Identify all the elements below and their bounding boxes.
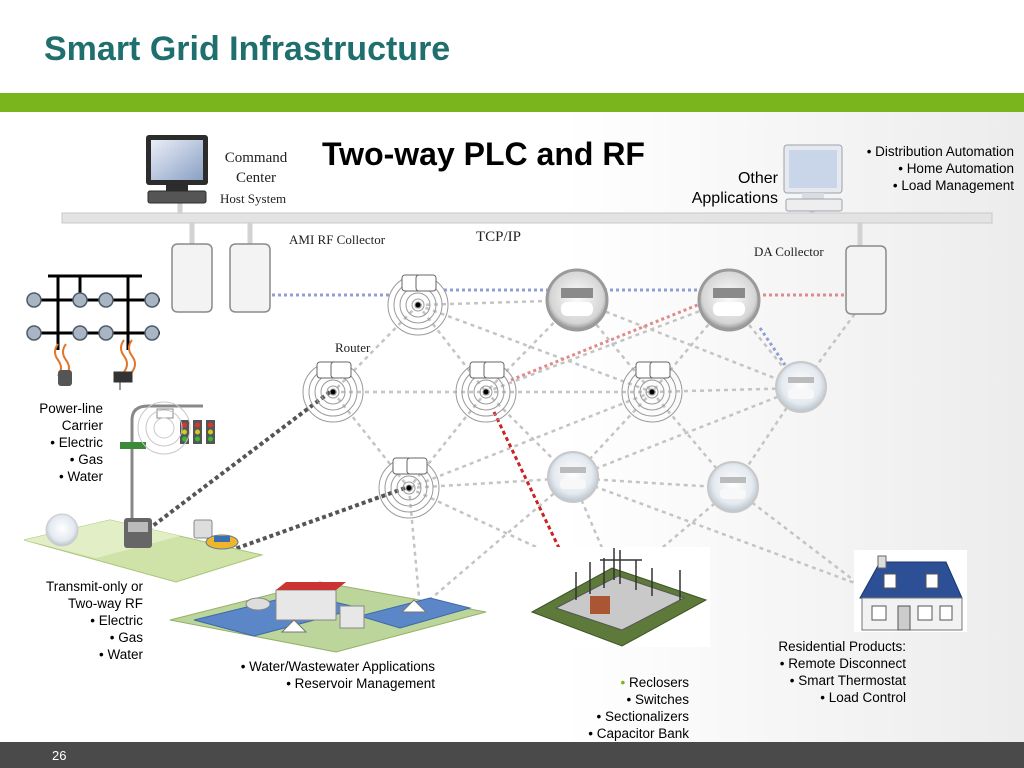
- water-treatment-plant-icon: [169, 581, 487, 653]
- collector-links: [272, 288, 787, 366]
- house-icon: [854, 550, 967, 632]
- substation-link: [492, 411, 582, 593]
- list-item: • Reservoir Management: [286, 676, 435, 691]
- command-center-line1: Command: [224, 150, 288, 166]
- substation-devices-list: • Reclosers • Switches • Sectionalizers …: [588, 674, 689, 742]
- power-line-carrier-list: Power-line Carrier • Electric • Gas • Wa…: [39, 400, 103, 485]
- list-header: Residential Products:: [778, 639, 906, 654]
- diagram-heading: Two-way PLC and RF: [322, 136, 645, 172]
- list-item: • Home Automation: [898, 161, 1014, 176]
- title-accent-bar: [0, 93, 1024, 112]
- water-meter-icon: [113, 371, 133, 390]
- meter-links: [148, 390, 406, 557]
- other-applications-line2: Applications: [691, 190, 778, 207]
- list-item: • Remote Disconnect: [779, 656, 906, 671]
- router-icons: [302, 274, 683, 519]
- ami-rf-collector-label: AMI RF Collector: [289, 232, 386, 247]
- list-item: • Electric: [50, 435, 103, 450]
- list-item: • Switches: [626, 692, 690, 707]
- list-item: Transmit-only or: [45, 579, 143, 594]
- list-item: • Water/Wastewater Applications: [240, 659, 435, 674]
- residential-products-list: Residential Products: • Remote Disconnec…: [778, 638, 906, 706]
- list-item: • Distribution Automation: [866, 144, 1014, 159]
- power-line-meters: [26, 292, 160, 341]
- list-item: • Load Management: [892, 178, 1014, 193]
- gas-meter-icon: [58, 370, 72, 386]
- da-collector-icon: [845, 245, 887, 315]
- tcp-ip-bus: [61, 212, 993, 224]
- street-light-icon: [120, 401, 215, 520]
- footer-bar: [0, 742, 1024, 768]
- other-applications-list: • Distribution Automation • Home Automat…: [867, 143, 1014, 194]
- list-item: • Capacitor Bank: [588, 726, 689, 741]
- list-item: • Reclosers: [620, 675, 689, 690]
- list-item: Power-line: [39, 401, 103, 416]
- tcp-ip-label: TCP/IP: [476, 229, 522, 245]
- list-item: Two-way RF: [67, 596, 143, 611]
- command-center-line2: Center: [236, 170, 276, 186]
- list-item: • Water: [99, 647, 143, 662]
- command-center-label: Command Center: [220, 148, 292, 188]
- transmit-rf-list: Transmit-only or Two-way RF • Electric •…: [46, 578, 143, 663]
- ami-rf-collector-icons: [171, 243, 271, 313]
- residential-meter-patch-icon: [23, 513, 264, 583]
- other-applications-label: Other Applications: [692, 169, 778, 209]
- list-item: • Water: [59, 469, 103, 484]
- water-applications-list: • Water/Wastewater Applications • Reserv…: [241, 658, 435, 692]
- list-item: Carrier: [61, 418, 103, 433]
- list-item: • Gas: [69, 452, 103, 467]
- router-label: Router: [335, 340, 371, 355]
- list-item: • Sectionalizers: [596, 709, 689, 724]
- glass-meter-icons: [547, 361, 827, 513]
- other-applications-computer-icon: [783, 144, 843, 212]
- red-links: [510, 293, 846, 382]
- list-item: • Smart Thermostat: [789, 673, 906, 688]
- page-number: 26: [52, 748, 67, 763]
- list-item: • Electric: [90, 613, 143, 628]
- substation-icon: [524, 547, 710, 647]
- da-collector-label: DA Collector: [754, 244, 824, 259]
- host-system-label: Host System: [220, 191, 287, 206]
- power-line-network: [34, 274, 160, 350]
- da-meter-icons: [545, 268, 761, 332]
- other-applications-line1: Other: [737, 170, 778, 187]
- list-item: • Load Control: [820, 690, 906, 705]
- command-center-computer-icon: [146, 135, 208, 204]
- list-item: • Gas: [109, 630, 143, 645]
- page-title: Smart Grid Infrastructure: [44, 30, 451, 68]
